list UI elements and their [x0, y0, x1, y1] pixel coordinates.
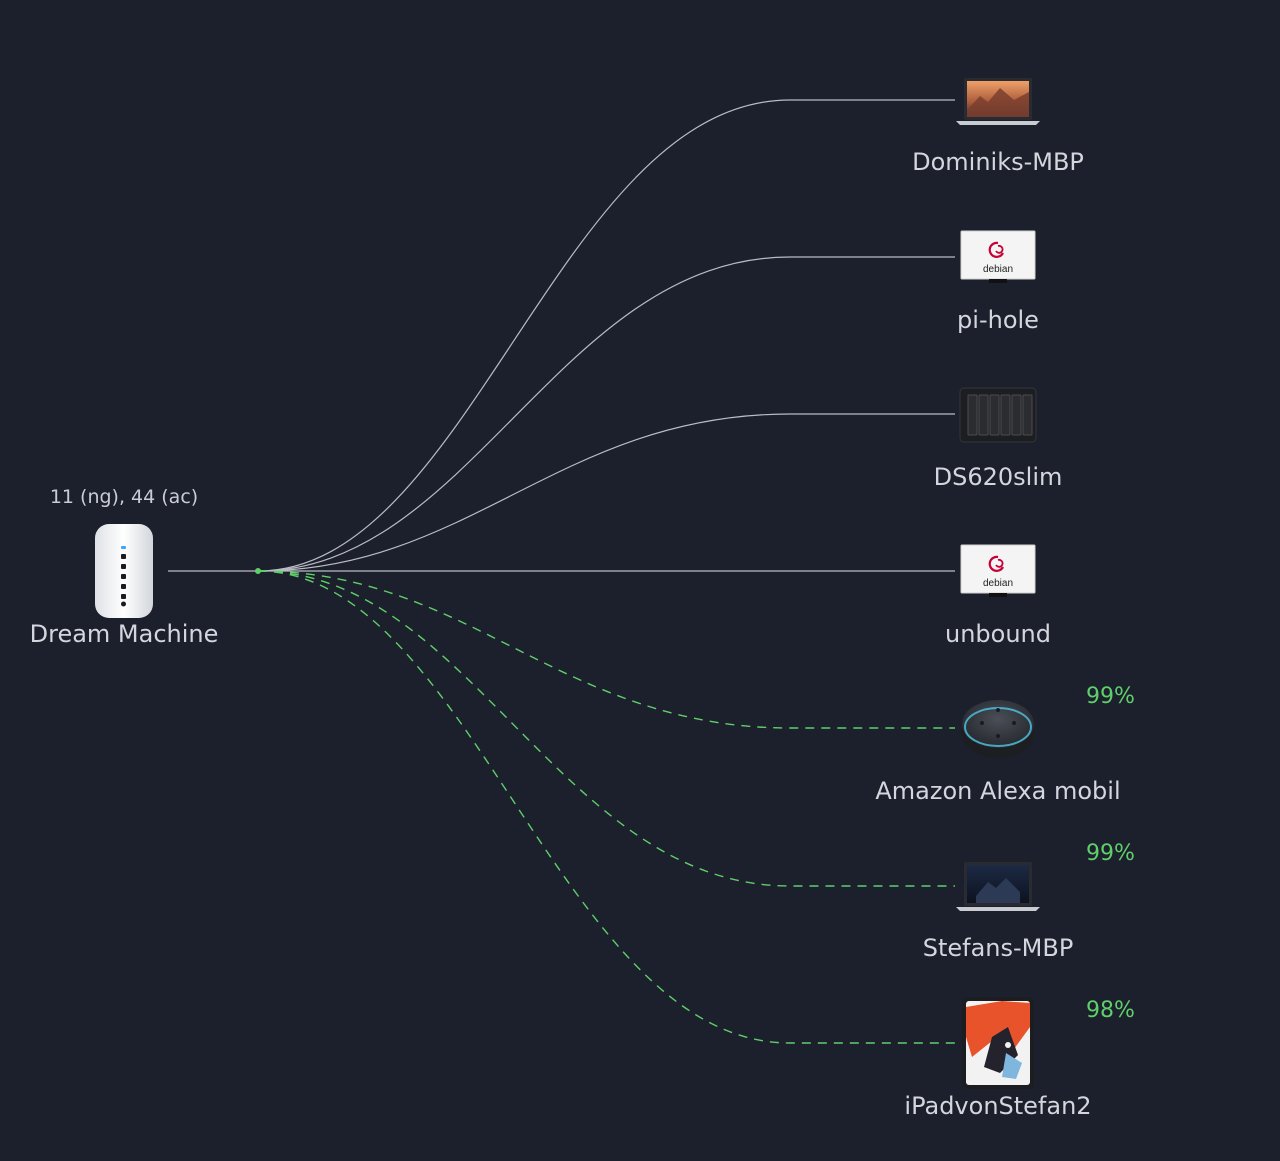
- client-name[interactable]: DS620slim: [933, 463, 1063, 491]
- debian-monitor-icon[interactable]: debian: [960, 544, 1036, 597]
- macbook-dark-icon[interactable]: [956, 862, 1040, 911]
- signal-strength: 99%: [1086, 684, 1135, 709]
- macbook-icon[interactable]: [956, 78, 1040, 125]
- svg-text:debian: debian: [983, 264, 1013, 275]
- svg-text:debian: debian: [983, 578, 1013, 589]
- signal-strength: 99%: [1086, 841, 1135, 866]
- echo-dot-icon[interactable]: [962, 700, 1034, 758]
- links-layer: [168, 99, 955, 1044]
- wired-link: [257, 413, 955, 572]
- signal-strength: 98%: [1086, 998, 1135, 1023]
- wireless-link: [257, 570, 955, 1044]
- nas-icon[interactable]: [959, 387, 1037, 443]
- client-name[interactable]: iPadvonStefan2: [904, 1092, 1092, 1120]
- link-hub: [255, 568, 261, 574]
- client-name[interactable]: Stefans-MBP: [922, 934, 1074, 962]
- radio-channels: 11 (ng), 44 (ac): [49, 486, 199, 508]
- client-name[interactable]: Dominiks-MBP: [912, 148, 1084, 176]
- client-name[interactable]: Amazon Alexa mobil: [875, 777, 1121, 805]
- wireless-link: [257, 570, 955, 729]
- ipad-icon[interactable]: [962, 997, 1034, 1089]
- router-icon[interactable]: [95, 524, 153, 618]
- wired-link: [257, 99, 955, 572]
- client-name[interactable]: unbound: [945, 620, 1051, 648]
- debian-monitor-icon[interactable]: debian: [960, 230, 1036, 283]
- root-device-name[interactable]: Dream Machine: [29, 620, 219, 648]
- wired-link: [257, 256, 955, 572]
- wireless-link: [257, 570, 955, 887]
- client-name[interactable]: pi-hole: [957, 306, 1039, 334]
